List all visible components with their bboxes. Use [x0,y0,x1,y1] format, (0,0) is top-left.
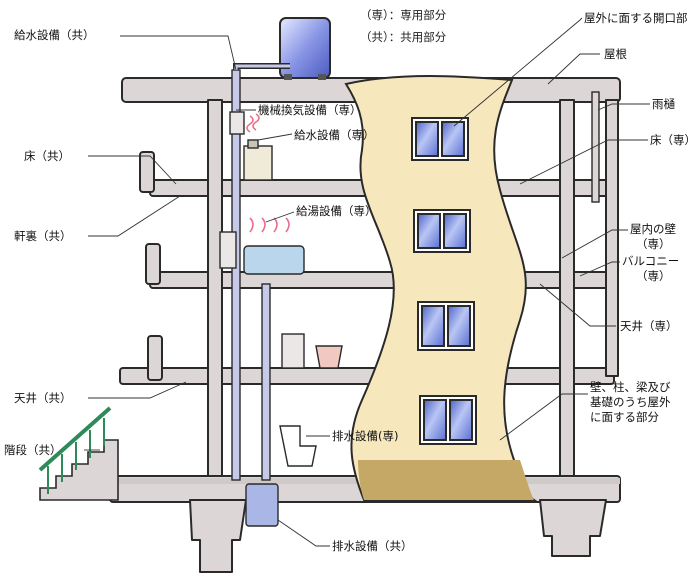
exterior-facade [344,75,538,501]
label-drainage-private: 排水設備(専) [332,429,399,443]
bucket [315,345,343,369]
leader-drainage-common [277,519,330,547]
label-floor-common: 床（共） [24,149,70,163]
label-floor-private: 床（専） [650,133,696,147]
label-roof: 屋根 [604,47,627,61]
balcony-parapet-4 [139,151,155,193]
leader-water-supply-common [120,35,237,71]
left-footing [189,499,247,573]
leader-interior-wall [561,229,628,259]
label-eaves-soffit-common: 軒裏（共） [14,229,72,243]
label-ceiling-private: 天井（専） [620,319,678,333]
window-4 [411,117,469,161]
label-water-supply-common: 給水設備（共） [14,28,95,42]
leader-gutter [597,103,650,111]
window-1 [419,395,477,445]
label-ceiling-common: 天井（共） [14,391,72,405]
label-interior-wall-2: （専） [636,237,671,251]
floor-slab-2 [119,367,615,385]
balcony-parapet-3 [145,243,161,285]
label-drainage-common: 排水設備（共） [332,539,413,553]
leader-structure [499,393,588,441]
gas-meter [219,231,237,269]
legend-common-key: （共） [360,30,389,44]
label-gutter: 雨樋 [652,97,675,111]
sink [243,145,273,181]
leader-ceiling-private [539,283,616,327]
fixtures [229,111,343,467]
right-edge-column [605,99,619,377]
facade-windows [411,117,477,445]
drain-tank [245,483,279,527]
leader-ceiling-common [88,381,187,399]
legend-private-key: （専） [360,8,389,22]
toilet [279,425,317,467]
vertical-pipes [219,63,290,527]
leader-water-supply-private [257,133,293,141]
legend-private-text: ：専用部分 [388,8,447,22]
leader-balcony [579,261,620,277]
label-structure-1: 壁、柱、梁及び [590,380,671,394]
label-interior-wall-1: 屋内の壁 [630,222,676,236]
label-hot-water-private: 給湯設備（専） [296,204,377,218]
bathtub [243,245,305,275]
facade-base [358,460,534,500]
water-tank [279,17,331,80]
left-column [207,99,223,477]
leader-floor-common [88,155,177,185]
leader-opening [453,17,583,127]
washbasin [281,333,305,369]
legend-common: （共）：共用部分 [360,30,446,44]
label-structure-3: に面する部分 [590,410,659,424]
label-opening-exterior: 屋外に面する開口部 [584,11,688,25]
label-water-supply-private: 給水設備（専） [294,128,375,142]
legend-common-text: ：共用部分 [388,30,447,44]
fan [229,111,245,135]
label-balcony-1: バルコニー [622,254,680,268]
rain-gutter [591,91,600,203]
building-structure [100,77,621,573]
label-stairs-common: 階段（共） [4,443,62,457]
label-mech-vent-private: 機械換気設備（専） [258,103,362,117]
right-footing [539,499,607,557]
leader-roof [547,53,600,85]
leader-floor-private [519,139,648,185]
right-column [559,99,575,477]
staircase [38,406,119,501]
label-structure-2: 基礎のうち屋外 [590,395,671,409]
legend-private: （専）：専用部分 [360,8,446,22]
window-3 [413,209,471,253]
window-2 [417,301,475,351]
drain-pipe [261,283,271,481]
leader-lines [84,17,650,547]
leader-eaves [88,195,181,237]
label-balcony-2: （専） [636,269,671,283]
leader-hot-water [265,211,295,223]
balcony-parapet-2 [147,335,163,381]
